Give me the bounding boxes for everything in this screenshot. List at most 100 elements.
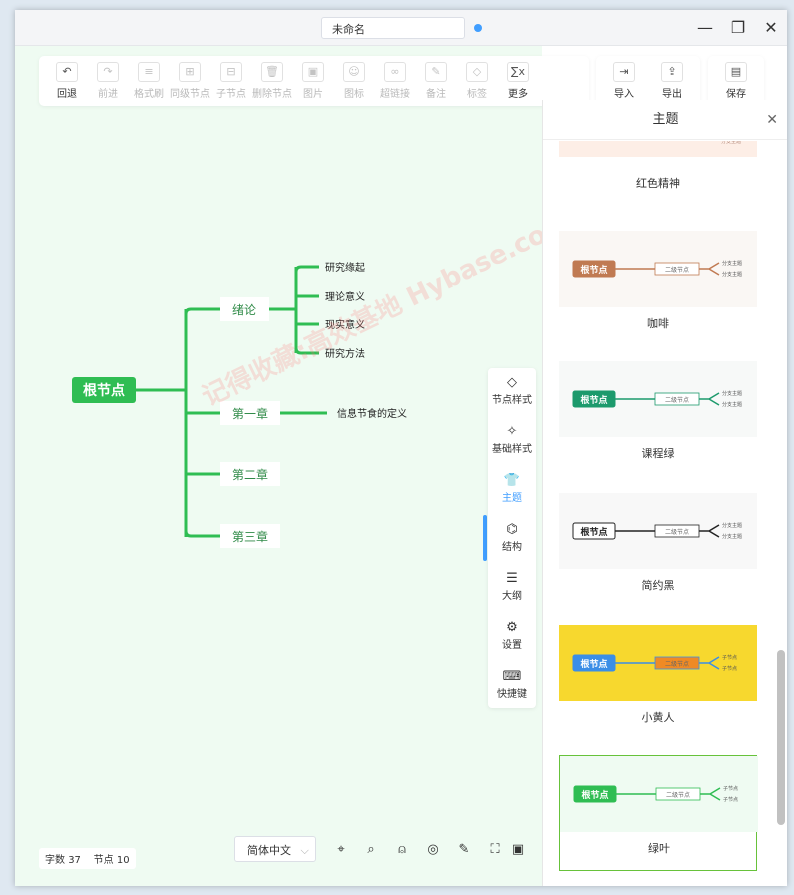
leaf-node[interactable]: 研究方法: [325, 347, 365, 360]
side-tool-label: 基础样式: [492, 444, 532, 455]
side-tool-settings[interactable]: ⚙设置: [488, 619, 536, 663]
theme-preview-background: [559, 141, 757, 157]
theme-list-scrollbar[interactable]: [777, 650, 785, 825]
theme-preview-leaf-label: 子节点: [722, 654, 737, 661]
side-tool-magic-wand[interactable]: ✧基础样式: [488, 423, 536, 467]
locate-icon[interactable]: ⌖: [337, 842, 345, 857]
compass-icon[interactable]: ◎: [427, 842, 439, 857]
chapter-label: 第二章: [232, 467, 268, 482]
side-tool-label: 快捷键: [497, 689, 527, 700]
theme-preview: 根节点二级节点子节点子节点: [559, 625, 757, 701]
toolbar-button-label: 导出: [662, 89, 682, 100]
keyboard-icon: ⌨: [502, 669, 522, 684]
theme-card[interactable]: 根节点二级节点分支主题分支主题咖啡: [559, 231, 757, 347]
toolbar-button-image[interactable]: ▣图片: [291, 62, 335, 102]
export-icon: ⇪: [661, 62, 683, 82]
zoom-icon[interactable]: ⌕: [367, 842, 375, 857]
theme-name: 咖啡: [647, 317, 669, 330]
root-node[interactable]: 根节点: [72, 377, 136, 403]
toolbar-button-undo[interactable]: ↶回退: [45, 62, 89, 102]
side-tool-node-style[interactable]: ◇ 节点样式: [488, 374, 536, 418]
save-label: 保存: [726, 89, 746, 100]
shirt-icon: 👕: [503, 473, 521, 488]
close-icon[interactable]: ✕: [766, 112, 778, 128]
theme-preview-root-box: [572, 260, 616, 278]
node-style-icon: ◇: [507, 375, 517, 390]
fit-icon[interactable]: ⛶: [490, 842, 500, 857]
theme-preview-leaf-label: 分支主题: [722, 260, 742, 267]
maximize-icon[interactable]: ❐: [730, 18, 746, 37]
toolbar-button-label: 更多: [508, 89, 528, 100]
toolbar-button-label: 标签: [467, 89, 487, 100]
emoji-icon: ☺: [343, 62, 365, 82]
root-label: 根节点: [83, 382, 125, 399]
theme-list[interactable]: 分支主题红色精神根节点二级节点分支主题分支主题 咖啡根节点二级节点分支主题分支主题…: [543, 141, 787, 886]
image-icon: ▣: [302, 62, 324, 82]
chapter-label: 第一章: [232, 406, 268, 421]
file-title-input[interactable]: 未命名: [321, 17, 465, 39]
theme-preview-sub-label: 二级节点: [666, 791, 690, 799]
theme-preview-leaf-label: 子节点: [723, 796, 738, 803]
chapter-node-3[interactable]: 第三章: [220, 524, 280, 548]
save-icon: ▤: [725, 62, 747, 82]
save-button[interactable]: ▤ 保存: [714, 62, 758, 102]
leaf-node[interactable]: 信息节食的定义: [337, 407, 407, 420]
chevron-down-icon: ⌵: [300, 844, 309, 857]
chapter-node-1[interactable]: 第一章: [220, 401, 280, 425]
status-bar: 字数 37 节点 10: [39, 848, 136, 869]
theme-card[interactable]: 根节点二级节点分支主题分支主题简约黑: [559, 493, 757, 609]
mindmap-canvas[interactable]: ↶回退↷前进≡格式刷⊞同级节点⊟子节点🗑删除节点▣图片☺图标∞超链接✎备注◇标签…: [15, 46, 764, 886]
side-tool-keyboard[interactable]: ⌨ 快捷键: [488, 668, 536, 712]
toolbar-button-delete-node[interactable]: 🗑 删除节点: [250, 62, 294, 102]
theme-preview-leaf-label: 子节点: [723, 785, 738, 792]
format-brush-icon: ≡: [138, 62, 160, 82]
theme-card[interactable]: 根节点二级节点子节点子节点小黄人: [559, 625, 757, 741]
toolbar-button-emoji[interactable]: ☺ 图标: [332, 62, 376, 102]
delete-node-icon: 🗑: [261, 62, 283, 82]
side-tool-outline[interactable]: ☰大纲: [488, 570, 536, 614]
chapter-label: 绪论: [232, 303, 256, 317]
theme-card[interactable]: 分支主题红色精神: [559, 141, 757, 197]
edit-icon[interactable]: ✎: [458, 842, 470, 857]
theme-preview: 根节点二级节点分支主题分支主题: [559, 361, 757, 437]
side-tool-label: 结构: [502, 542, 522, 553]
leaf-node[interactable]: 理论意义: [325, 290, 365, 303]
node-count-value: 10: [116, 855, 130, 866]
leaf-node[interactable]: 研究缘起: [325, 261, 365, 274]
mouse-icon[interactable]: ⍝: [398, 842, 406, 857]
toolbar-button-label: 图标: [344, 89, 364, 100]
toolbar-button-child-node[interactable]: ⊟子节点: [209, 62, 253, 102]
side-tool-shirt[interactable]: 👕主题: [488, 472, 536, 516]
toolbar-button-tag[interactable]: ◇标签: [455, 62, 499, 102]
toolbar-button-link[interactable]: ∞超链接: [373, 62, 417, 102]
chapter-node-2[interactable]: 第二章: [220, 462, 280, 486]
export-button[interactable]: ⇪ 导出: [650, 62, 694, 102]
toolbar-button-note[interactable]: ✎备注: [414, 62, 458, 102]
theme-preview-leaf-label: 分支主题: [722, 271, 742, 278]
side-tool-structure[interactable]: ⌬结构: [488, 521, 536, 565]
theme-preview-leaf-label: 子节点: [722, 665, 737, 672]
file-toolbar: ⇥导入 ⇪ 导出: [596, 56, 700, 106]
close-icon[interactable]: ✕: [764, 18, 778, 37]
toolbar-button-sibling-node[interactable]: ⊞同级节点: [168, 62, 212, 102]
theme-name: 简约黑: [641, 579, 675, 592]
unsaved-indicator: [474, 24, 482, 32]
language-select[interactable]: 简体中文 ⌵: [234, 836, 316, 862]
theme-preview-leaf-label: 分支主题: [721, 141, 741, 145]
theme-name: 课程绿: [641, 447, 675, 460]
toolbar-button-label: 删除节点: [252, 89, 292, 100]
toolbar-button-format-brush[interactable]: ≡格式刷: [127, 62, 171, 102]
minimize-icon[interactable]: —: [697, 18, 713, 37]
theme-card[interactable]: 根节点二级节点子节点子节点绿叶: [559, 755, 758, 871]
chapter-node-intro[interactable]: 绪论: [220, 297, 269, 321]
theme-preview-edges: [616, 787, 721, 801]
toolbar-button-redo[interactable]: ↷前进: [86, 62, 130, 102]
leaf-node[interactable]: 现实意义: [325, 318, 365, 331]
side-tool-label: 节点样式: [492, 395, 532, 406]
toolbar-button-label: 导入: [614, 89, 634, 100]
import-button[interactable]: ⇥导入: [602, 62, 646, 102]
fullscreen-icon[interactable]: ▣: [511, 842, 525, 857]
theme-card[interactable]: 根节点二级节点分支主题分支主题课程绿: [559, 361, 757, 477]
theme-preview-leaf-label: 分支主题: [722, 533, 742, 540]
